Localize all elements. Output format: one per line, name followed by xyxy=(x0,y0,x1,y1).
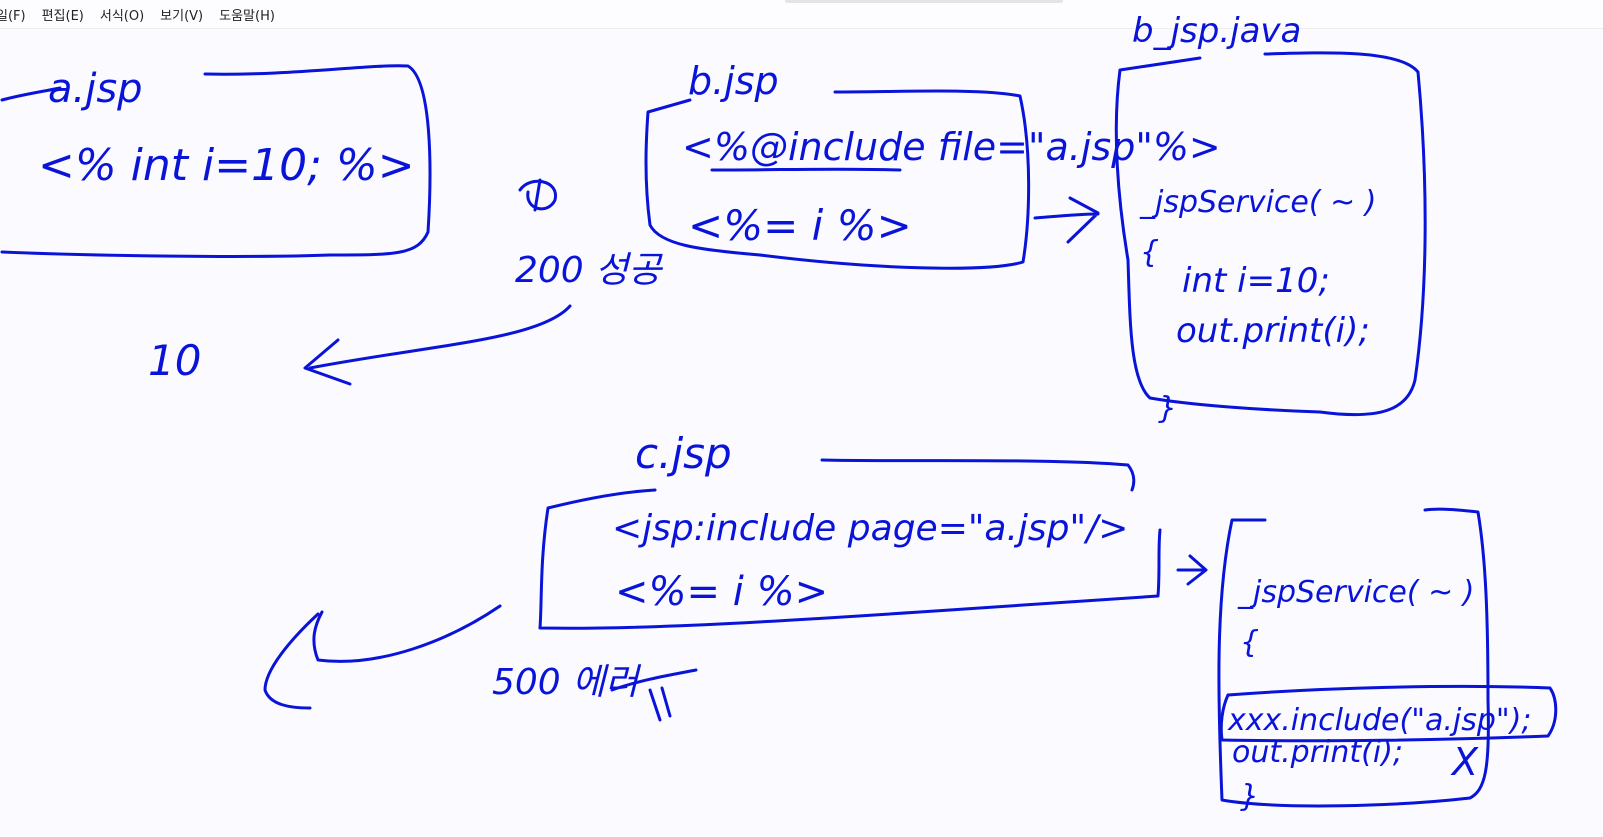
b-jsp-result: 10 xyxy=(148,336,201,385)
c-java-box xyxy=(1217,507,1490,808)
menu-bar: 일(F) 편집(E) 서식(O) 보기(V) 도움말(H) xyxy=(0,0,1603,29)
c-jsp-box-top xyxy=(820,458,1136,492)
b-java-line4: out.print(i); xyxy=(1176,311,1370,351)
b-java-line5: } xyxy=(1158,391,1177,426)
menu-help[interactable]: 도움말(H) xyxy=(219,8,275,24)
menu-file[interactable]: 일(F) xyxy=(0,8,26,24)
b-jsp-title: b.jsp xyxy=(688,59,779,103)
menu-edit[interactable]: 편집(E) xyxy=(41,8,84,24)
b-java-title: b_jsp.java xyxy=(1132,11,1301,51)
b-jsp-status: 200 성공 xyxy=(515,250,663,291)
c-jsp-strike xyxy=(610,668,698,722)
b-jsp-line1: <%@include file="a.jsp"%> xyxy=(682,125,1221,169)
menu-view[interactable]: 보기(V) xyxy=(160,8,204,24)
c-jsp-line1: <jsp:include page="a.jsp"/> xyxy=(612,508,1128,549)
b-jsp-underline xyxy=(710,167,902,172)
b-jsp-return-arrow xyxy=(303,304,572,386)
c-jsp-box xyxy=(538,488,1162,630)
c-java-line3: xxx.include("a.jsp"); xyxy=(1227,703,1532,738)
c-jsp-status: 500 에러 xyxy=(492,662,641,703)
b-jsp-note: b.jsp <%@include file="a.jsp"%> <%= i %>… xyxy=(148,59,1221,386)
b-jsp-line2: <%= i %> xyxy=(688,201,912,250)
c-jsp-title: c.jsp xyxy=(635,429,732,478)
b-java-box xyxy=(1114,51,1427,417)
c-java-line4: out.print(i); xyxy=(1232,735,1403,770)
a-jsp-code: <% int i=10; %> xyxy=(38,140,415,191)
window-top-handle xyxy=(785,0,1063,3)
a-jsp-note: a.jsp <% int i=10; %> xyxy=(0,64,432,258)
menu-format[interactable]: 서식(O) xyxy=(99,8,145,24)
c-java-line5: } xyxy=(1240,779,1259,814)
c-jsp-note: c.jsp <jsp:include page="a.jsp"/> <%= i … xyxy=(263,429,1208,722)
b-jsp-arrow-to-java xyxy=(1033,196,1100,244)
a-jsp-box xyxy=(0,64,432,258)
c-java-note: _jspService( ~ ) { xxx.include("a.jsp");… xyxy=(1217,507,1558,814)
c-java-line1: _jspService( ~ ) xyxy=(1237,575,1475,610)
b-java-line1: _jspService( ~ ) xyxy=(1139,185,1377,220)
b-java-line2: { xyxy=(1140,235,1159,270)
b-jsp-box xyxy=(644,89,1031,270)
scribble xyxy=(518,178,557,212)
b-java-line3: int i=10; xyxy=(1182,261,1330,301)
c-java-line2: { xyxy=(1240,625,1259,660)
c-java-mark: X xyxy=(1450,740,1479,784)
c-java-highlight-box xyxy=(1219,684,1558,743)
c-jsp-line2: <%= i %> xyxy=(615,569,828,615)
a-jsp-title: a.jsp xyxy=(48,66,143,112)
b-java-note: b_jsp.java _jspService( ~ ) { int i=10; … xyxy=(1114,11,1427,426)
a-jsp-box-left xyxy=(0,86,62,102)
c-jsp-return-arrow xyxy=(263,604,502,710)
c-jsp-arrow-to-java xyxy=(1176,554,1208,586)
